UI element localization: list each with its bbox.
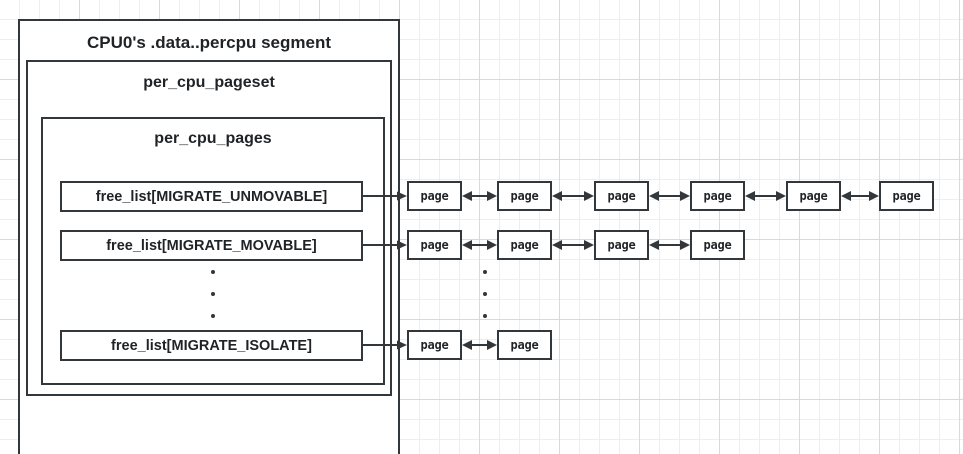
arrow-bidirectional — [841, 181, 879, 211]
ellipsis-dot — [483, 292, 487, 296]
arrow-bidirectional — [649, 181, 690, 211]
ellipsis-dot — [211, 270, 215, 274]
arrow-bidirectional — [649, 230, 690, 260]
page-node: page — [497, 230, 552, 260]
page-node: page — [407, 330, 462, 360]
container-percpu-segment-title: CPU0's .data..percpu segment — [86, 33, 331, 52]
page-node: page — [786, 181, 841, 211]
ellipsis-free-lists — [210, 270, 216, 318]
page-node: page — [690, 230, 745, 260]
free-list-migrate-isolate: free_list[MIGRATE_ISOLATE] — [60, 330, 363, 361]
container-per-cpu-pageset-title: per_cpu_pageset — [143, 74, 275, 91]
ellipsis-dot — [483, 314, 487, 318]
page-node: page — [594, 181, 649, 211]
arrow-bidirectional — [552, 181, 594, 211]
page-node: page — [497, 330, 552, 360]
arrow-bidirectional — [552, 230, 594, 260]
free-list-migrate-unmovable: free_list[MIGRATE_UNMOVABLE] — [60, 181, 363, 212]
container-per-cpu-pages-title: per_cpu_pages — [154, 130, 272, 147]
page-node: page — [407, 181, 462, 211]
ellipsis-page-rows — [482, 270, 488, 318]
free-list-migrate-movable: free_list[MIGRATE_MOVABLE] — [60, 230, 363, 261]
page-node: page — [497, 181, 552, 211]
page-node: page — [407, 230, 462, 260]
page-node: page — [594, 230, 649, 260]
ellipsis-dot — [211, 292, 215, 296]
arrow-bidirectional — [745, 181, 786, 211]
arrow-bidirectional — [462, 230, 497, 260]
ellipsis-dot — [211, 314, 215, 318]
ellipsis-dot — [483, 270, 487, 274]
page-node: page — [690, 181, 745, 211]
arrow-bidirectional — [462, 330, 497, 360]
arrow-bidirectional — [462, 181, 497, 211]
page-node: page — [879, 181, 934, 211]
